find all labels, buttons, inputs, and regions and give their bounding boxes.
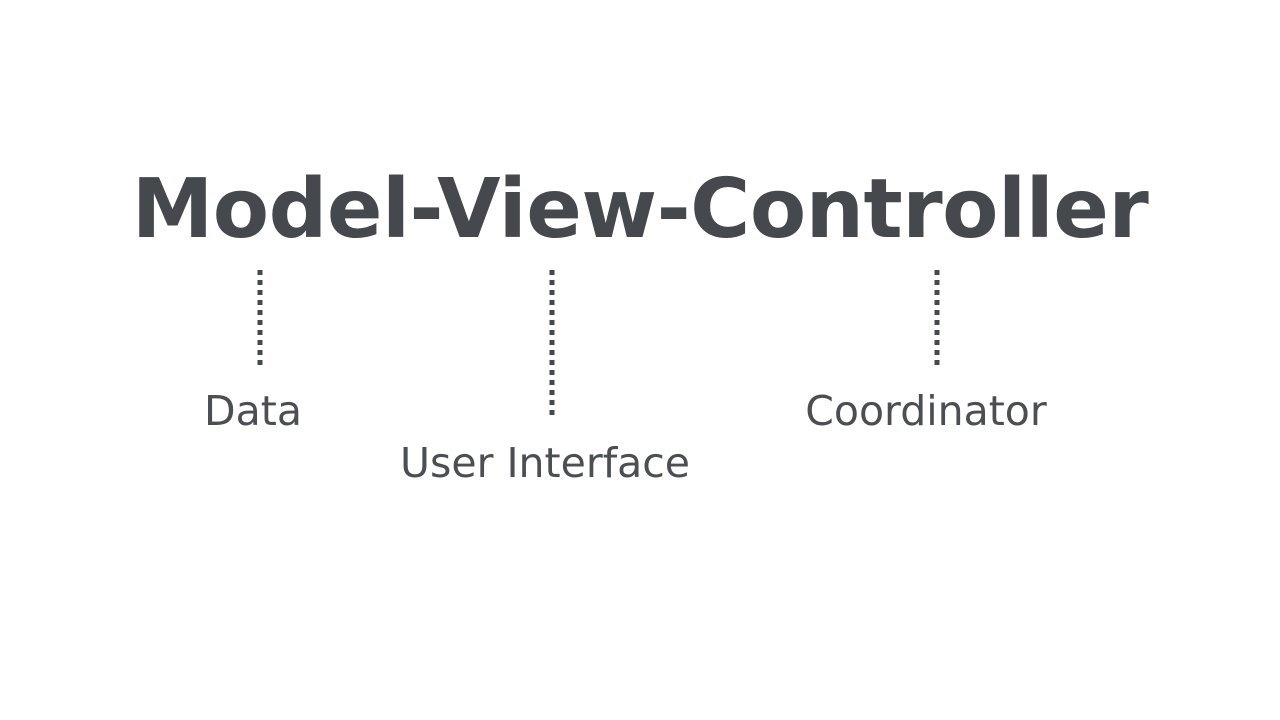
label-view-user-interface: User Interface bbox=[399, 439, 691, 487]
label-model-data: Data bbox=[204, 387, 302, 435]
dotted-line-icon bbox=[549, 270, 555, 419]
label-controller-coordinator: Coordinator bbox=[805, 387, 1047, 435]
connector-line-controller bbox=[934, 270, 940, 367]
dotted-line-icon bbox=[934, 270, 940, 367]
page-title: Model-View-Controller bbox=[131, 162, 1149, 257]
dotted-line-icon bbox=[257, 270, 263, 367]
connector-line-view bbox=[549, 270, 555, 419]
connector-line-model bbox=[257, 270, 263, 367]
